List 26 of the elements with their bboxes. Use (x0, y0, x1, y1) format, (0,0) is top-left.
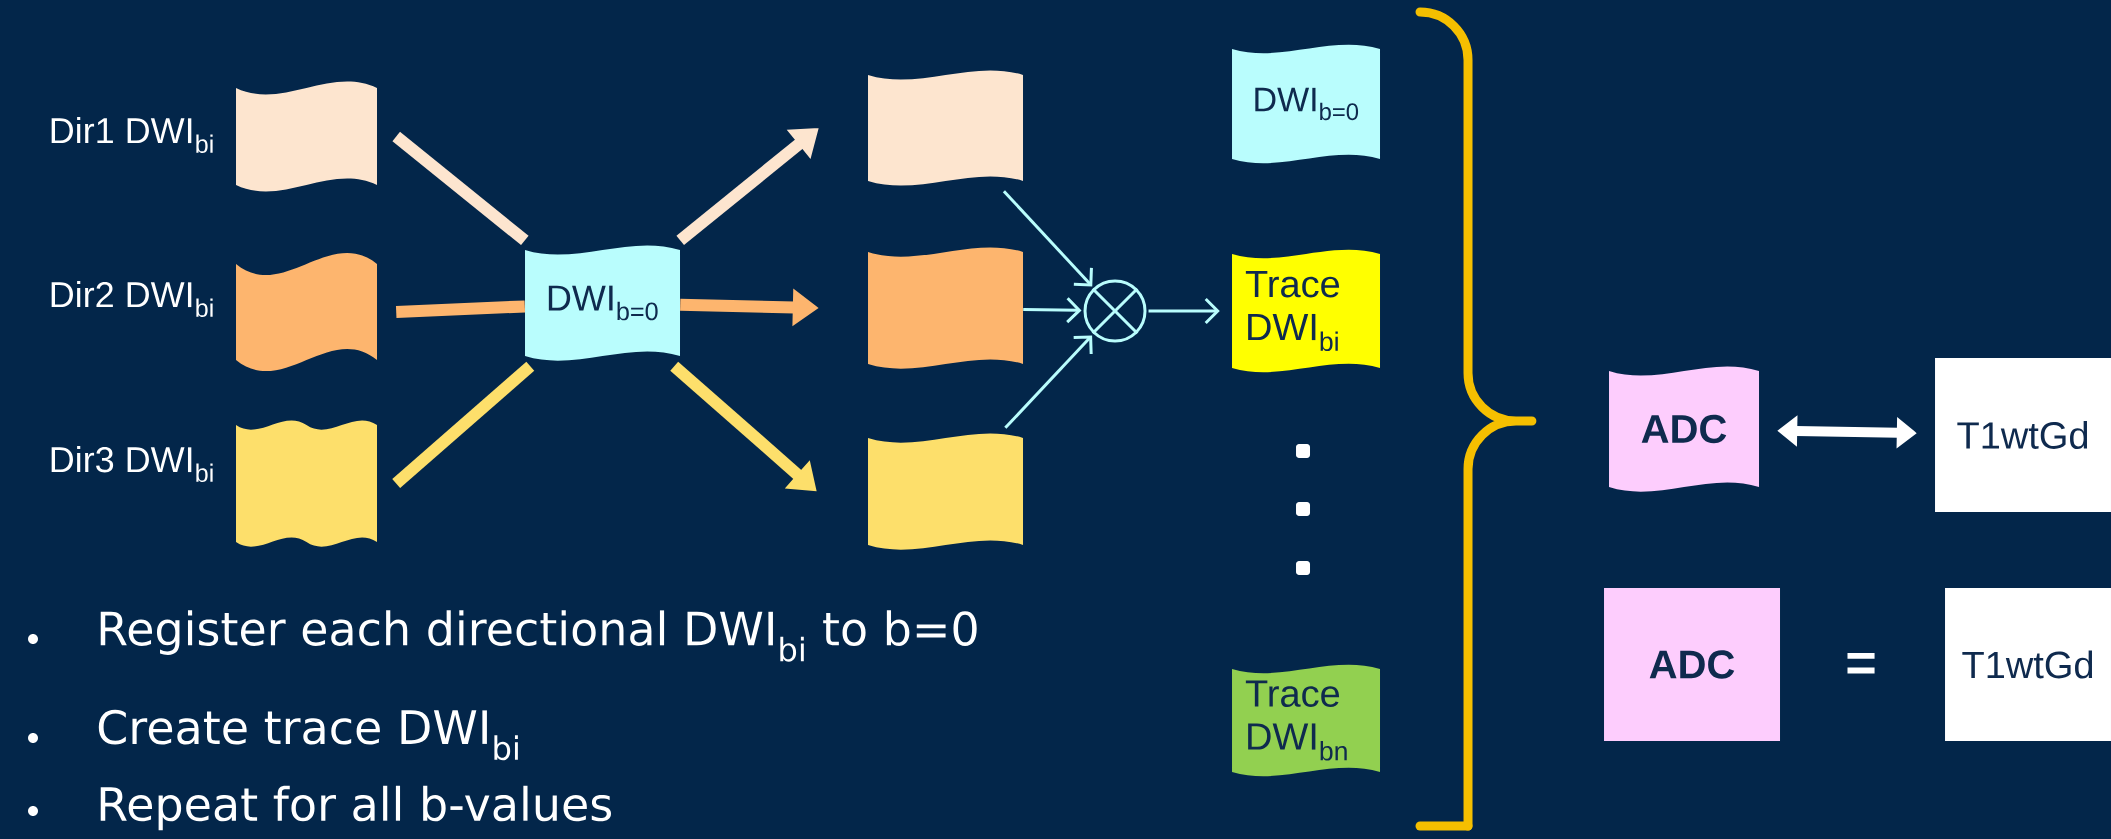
document-scroll (236, 253, 377, 371)
scroll-box: DWI$_{b=0}$ (1232, 44, 1380, 164)
bullet-text: Register each directional DWI$_{bi}$ to b=0 (100, 610, 977, 662)
document-scroll (236, 420, 377, 547)
text-box: T1wtGd (1935, 358, 2111, 512)
arrow (1023, 297, 1082, 324)
bullet-text: Repeat for all b-values (100, 785, 611, 831)
side-label: Dir2 DWI$_{bi}$ (51, 281, 213, 317)
document-scroll (868, 247, 1023, 369)
text-box: T1wtGd (1945, 588, 2111, 741)
scroll-box: Trace DWI$_{bn}$ (1232, 664, 1380, 777)
scroll-box: DWI$_{b=0}$ (525, 245, 680, 361)
scroll-box: ADC (1609, 366, 1759, 492)
document-scroll (868, 70, 1023, 186)
multiply-circle (1083, 279, 1147, 343)
document-scroll (868, 433, 1023, 550)
scroll-box: Trace DWI$_{bi}$ (1232, 249, 1380, 373)
text-box: ADC (1604, 588, 1780, 741)
arrow (1004, 335, 1093, 429)
arrow (1148, 297, 1220, 325)
document-scroll (236, 81, 377, 192)
arrow (1002, 190, 1093, 287)
equals-sign: = (1847, 653, 1875, 674)
bullet-text: Create trace DWI$_{bi}$ (98, 709, 518, 761)
side-label: Dir3 DWI$_{bi}$ (51, 446, 213, 482)
side-label: Dir1 DWI$_{bi}$ (51, 117, 213, 153)
